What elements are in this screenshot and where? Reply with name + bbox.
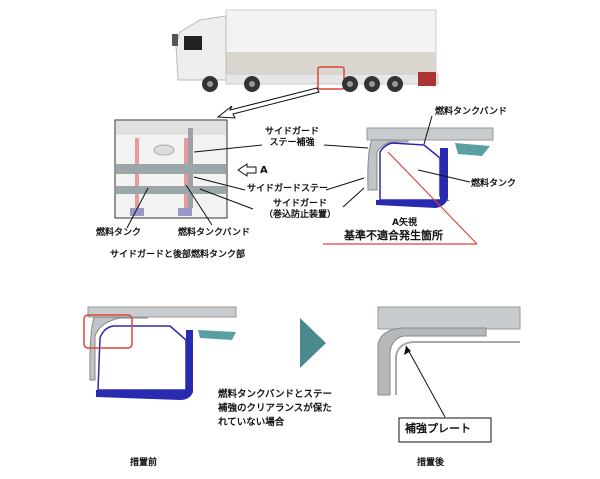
defect-location-label: 基準不適合発生箇所 (344, 229, 443, 242)
truck-highlight-box (317, 66, 345, 90)
label-arrow-a: A (260, 165, 268, 176)
label-a-view-fuel-tank: 燃料タンク (471, 179, 517, 189)
a-view-drawing (366, 127, 494, 208)
label-stay-reinforce: サイドガード ステー補強 (262, 127, 322, 149)
after-caption: 措置後 (417, 458, 445, 468)
before-drawing (83, 306, 237, 400)
a-view-leader-lines (417, 115, 471, 183)
clearance-note: 燃料タンクバンドとステー 補強のクリアランスが保た れていない場合 (218, 388, 332, 430)
before-caption: 措置前 (130, 458, 158, 468)
clearance-note-line2: 補強のクリアランスが保た (218, 403, 332, 414)
label-side-guard-line2: （巻込防止装置） (263, 210, 336, 220)
defect-pointer (323, 151, 478, 245)
clearance-note-line3: れていない場合 (218, 417, 285, 428)
inset-caption: サイドガードと後部燃料タンク部 (110, 250, 246, 260)
next-arrow (300, 318, 326, 368)
after-drawing (377, 306, 521, 396)
plate-leader-line (405, 345, 446, 418)
plate-label-box (398, 417, 492, 443)
truck-image (172, 9, 439, 92)
a-view-caption: A矢視 (392, 218, 417, 228)
label-side-guard: サイドガード （巻込防止装置） (255, 199, 345, 221)
label-stay-reinforce-line2: ステー補強 (269, 138, 315, 148)
inset-leader-lines (126, 144, 369, 229)
plate-label: 補強プレート (405, 422, 471, 435)
label-side-guard-stay: サイドガードステー (247, 184, 329, 194)
side-guard-inset (114, 119, 228, 219)
label-fuel-tank-band: 燃料タンクバンド (178, 228, 251, 238)
clearance-note-line1: 燃料タンクバンドとステー (218, 389, 333, 400)
label-fuel-tank: 燃料タンク (96, 228, 142, 238)
label-a-view-fuel-tank-band: 燃料タンクバンド (435, 107, 508, 117)
label-side-guard-line1: サイドガード (272, 199, 327, 209)
label-stay-reinforce-line1: サイドガード (264, 127, 319, 137)
zoom-callout-arrow (216, 87, 320, 119)
view-a-arrow (237, 163, 257, 177)
before-highlight-box (83, 314, 133, 349)
